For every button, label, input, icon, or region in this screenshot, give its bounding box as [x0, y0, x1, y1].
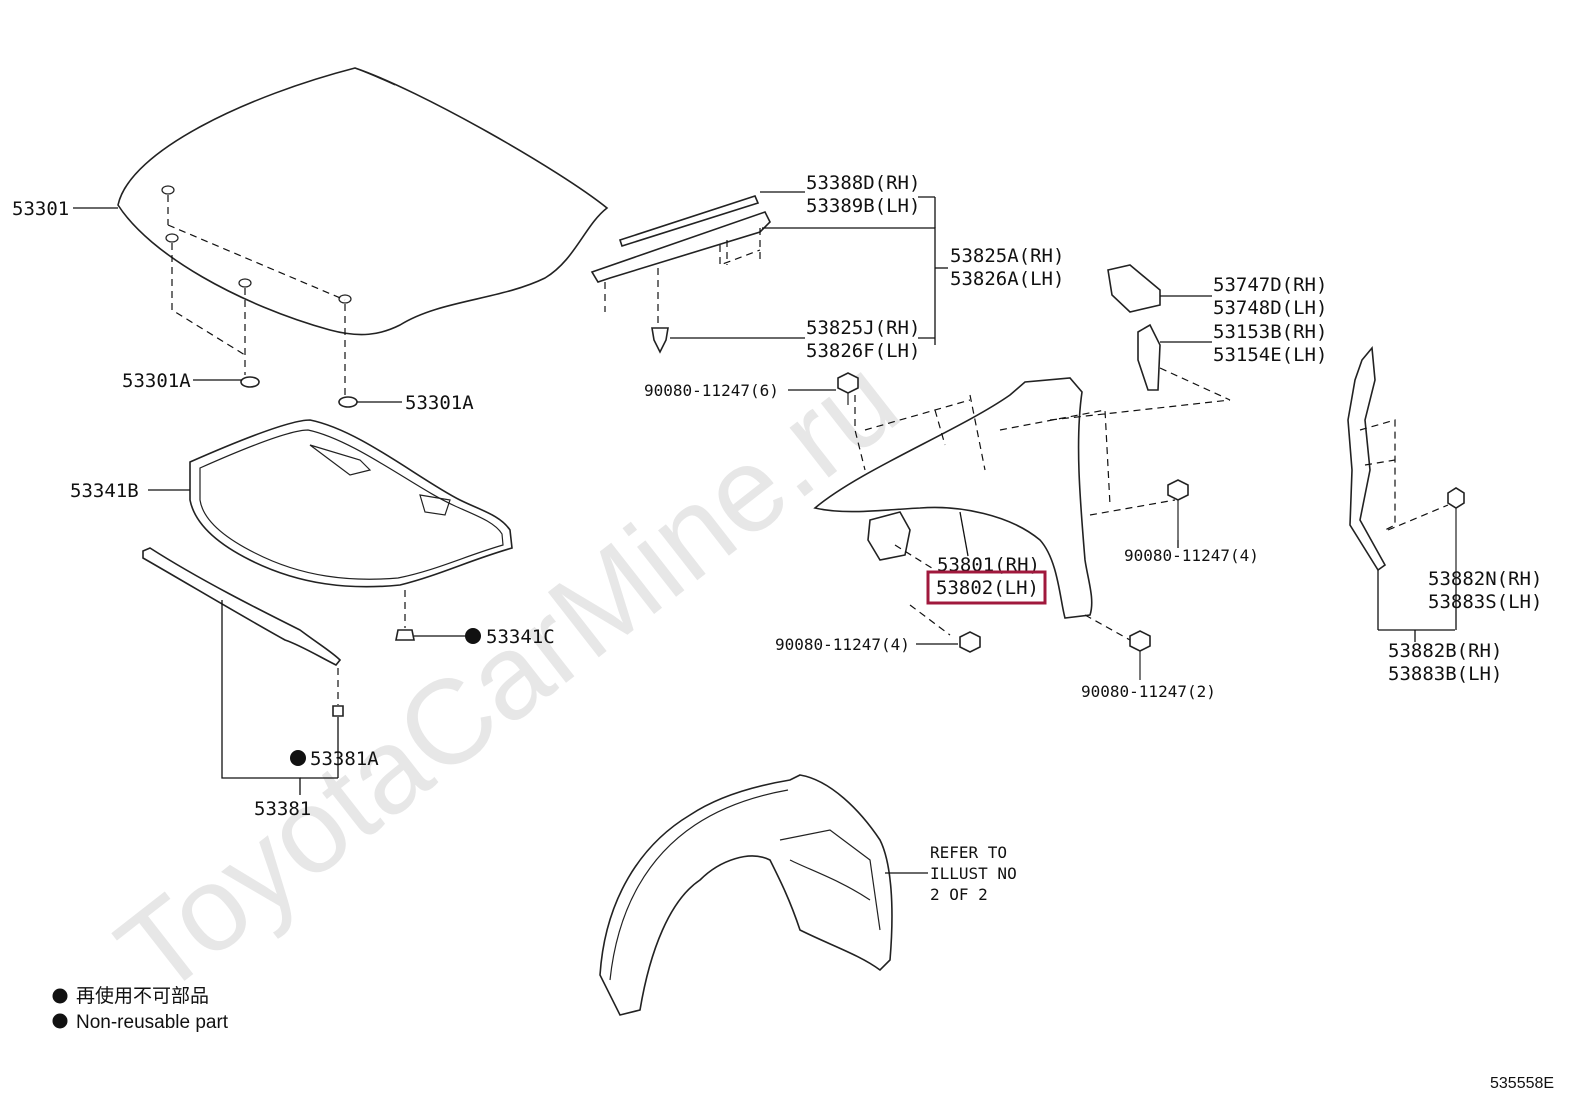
label-53747d: 53747D(RH) — [1213, 274, 1327, 296]
fender-dashed-links — [854, 367, 1231, 516]
fender-liner-part — [599, 774, 893, 1016]
label-53388d: 53388D(RH) — [806, 172, 920, 194]
label-bolt-6: 90080-11247(6) — [644, 381, 779, 400]
label-53153b: 53153B(RH) — [1213, 321, 1327, 343]
fender-bolt-links — [894, 544, 1131, 641]
seal-clip — [332, 705, 344, 717]
fender-side-seal — [1347, 346, 1387, 572]
legend-jp: 再使用不可部品 — [76, 985, 209, 1007]
fender-seal-bracket — [1137, 323, 1161, 391]
hood-insulator-part — [189, 419, 513, 588]
bolt-2 — [1167, 479, 1189, 540]
label-53381a: 53381A — [310, 748, 379, 770]
leader-lines — [73, 191, 1457, 874]
refer-line-3: 2 OF 2 — [930, 885, 988, 904]
refer-line-1: REFER TO — [930, 843, 1007, 862]
cowl-clip — [651, 327, 669, 354]
fender-bracket-upper — [1107, 264, 1161, 313]
label-53389b: 53389B(LH) — [806, 195, 920, 217]
label-53882b: 53882B(RH) — [1388, 640, 1502, 662]
non-reusable-dot — [290, 750, 306, 766]
diagram-id: 535558E — [1490, 1075, 1554, 1092]
label-53301: 53301 — [12, 198, 69, 220]
hood-bumper-left — [240, 376, 260, 388]
label-53826a: 53826A(LH) — [950, 268, 1064, 290]
hood-dashed-links — [167, 195, 346, 395]
hood-to-cowl-seal — [618, 195, 760, 248]
label-53825a: 53825A(RH) — [950, 245, 1064, 267]
hood-seal-part — [142, 547, 342, 667]
refer-line-2: ILLUST NO — [930, 864, 1017, 883]
non-reusable-dot — [465, 628, 481, 644]
bolt-1 — [837, 372, 859, 405]
legend-en: Non-reusable part — [76, 1012, 229, 1033]
label-53301a-left: 53301A — [122, 370, 191, 392]
cowl-dashed-links — [604, 228, 761, 325]
bolt-3 — [959, 631, 981, 653]
label-53825j: 53825J(RH) — [806, 317, 920, 339]
label-53748d: 53748D(LH) — [1213, 297, 1327, 319]
hood-part — [117, 67, 609, 336]
label-53154e: 53154E(LH) — [1213, 344, 1327, 366]
label-53381: 53381 — [254, 798, 311, 820]
label-bolt-2: 90080-11247(2) — [1081, 682, 1216, 701]
label-53301a-right: 53301A — [405, 392, 474, 414]
label-bolt-4-right: 90080-11247(4) — [1124, 546, 1259, 565]
side-seal-links — [1359, 419, 1449, 531]
fender-part — [813, 377, 1093, 619]
label-53882n: 53882N(RH) — [1428, 568, 1542, 590]
label-53826f: 53826F(LH) — [806, 340, 920, 362]
label-bolt-4-left: 90080-11247(4) — [775, 635, 910, 654]
hood-bumper-right — [338, 396, 358, 408]
label-53341b: 53341B — [70, 480, 139, 502]
highlight-box[interactable] — [926, 570, 1047, 605]
insulator-clip — [395, 629, 415, 641]
legend-dot-en — [52, 1013, 68, 1029]
bolt-5 — [1447, 487, 1465, 585]
label-53883s: 53883S(LH) — [1428, 591, 1542, 613]
legend-dot-jp — [52, 988, 68, 1004]
bolt-4 — [1129, 630, 1151, 680]
label-53341c: 53341C — [486, 626, 555, 648]
label-53802[interactable]: 53802(LH) — [936, 577, 1039, 599]
label-53883b: 53883B(LH) — [1388, 663, 1502, 685]
